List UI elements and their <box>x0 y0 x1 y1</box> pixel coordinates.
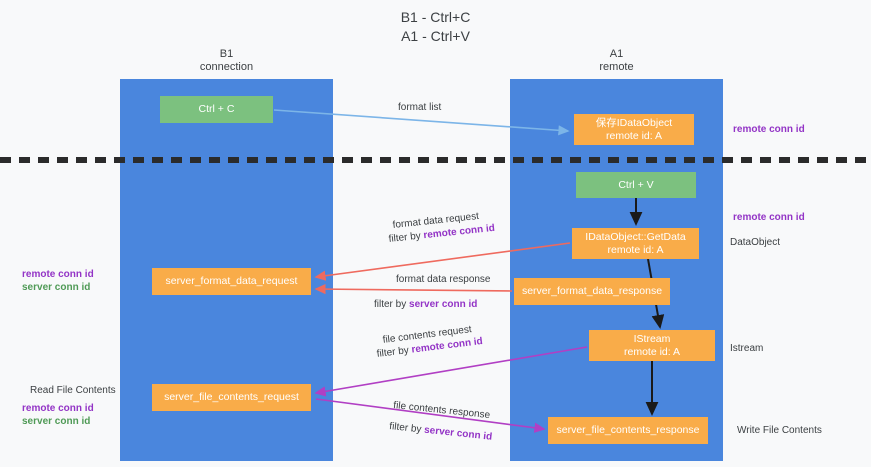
box-idataobject-getdata-line2: remote id: A <box>607 243 664 256</box>
edge-label-file-contents-response-filter: filter by server conn id <box>389 420 493 445</box>
title-line-1: B1 - Ctrl+C <box>400 9 471 25</box>
box-save-idataobject-line2: remote id: A <box>605 129 663 142</box>
column-header-a1-name: A1 <box>609 48 624 60</box>
side-label-remote-conn-id-top: remote conn id <box>733 124 805 135</box>
side-label-remote-conn-id-mid: remote conn id <box>733 212 805 223</box>
column-header-a1: A1 remote <box>510 48 723 74</box>
box-istream[interactable]: IStream remote id: A <box>589 330 715 361</box>
connector-format-data-response <box>314 283 513 295</box>
box-istream-line2: remote id: A <box>623 345 681 358</box>
side-label-write-file-contents: Write File Contents <box>737 425 822 436</box>
side-label-left-remote-conn-id-bottom: remote conn id <box>22 403 94 414</box>
filter-value-server-conn-id: server conn id <box>409 299 478 310</box>
edge-label-format-data-response-text: format data response <box>396 274 491 285</box>
side-label-left-remote-conn-id-mid: remote conn id <box>22 269 94 280</box>
edge-label-file-contents-response-text: file contents response <box>392 399 491 422</box>
filter-prefix: filter by <box>376 344 413 360</box>
box-server-format-data-response[interactable]: server_format_data_response <box>514 278 670 305</box>
box-ctrl-v[interactable]: Ctrl + V <box>576 172 696 198</box>
box-ctrl-c[interactable]: Ctrl + C <box>160 96 273 123</box>
filter-prefix: filter by <box>374 299 410 310</box>
edge-label-format-data-response: format data response <box>396 273 491 287</box>
box-server-format-data-request[interactable]: server_format_data_request <box>152 268 311 295</box>
filter-prefix: filter by <box>388 230 425 245</box>
side-label-read-file-contents: Read File Contents <box>30 385 116 396</box>
filter-prefix: filter by <box>388 420 425 436</box>
box-save-idataobject[interactable]: 保存IDataObject remote id: A <box>574 114 694 145</box>
edge-label-format-list-text: format list <box>398 102 442 113</box>
edge-label-format-list: format list <box>398 101 441 115</box>
column-header-b1: B1 connection <box>120 48 333 74</box>
box-server-format-data-response-label: server_format_data_response <box>521 285 663 297</box>
side-label-istream: Istream <box>730 343 764 354</box>
box-idataobject-getdata[interactable]: IDataObject::GetData remote id: A <box>572 228 699 259</box>
box-server-file-contents-request-label: server_file_contents_request <box>164 391 299 403</box>
edge-label-file-contents-response: file contents response <box>393 399 491 423</box>
box-idataobject-getdata-line1: IDataObject::GetData <box>585 230 686 243</box>
side-label-dataobject: DataObject <box>730 237 781 248</box>
title-line-2: A1 - Ctrl+V <box>401 28 470 44</box>
box-ctrl-c-label: Ctrl + C <box>198 103 235 115</box>
box-server-file-contents-response[interactable]: server_file_contents_response <box>548 417 708 444</box>
side-label-left-server-conn-id-mid: server conn id <box>22 282 91 293</box>
diagram-title: B1 - Ctrl+C A1 - Ctrl+V <box>0 8 871 46</box>
column-header-b1-sub: connection <box>199 61 254 73</box>
box-ctrl-v-label: Ctrl + V <box>618 178 654 191</box>
box-server-format-data-request-label: server_format_data_request <box>165 275 298 287</box>
side-label-left-server-conn-id-bottom: server conn id <box>22 416 91 427</box>
side-label-left-conn-ids-bottom: remote conn id server conn id <box>22 402 94 428</box>
box-server-file-contents-request[interactable]: server_file_contents_request <box>152 384 311 411</box>
column-header-b1-name: B1 <box>219 48 234 60</box>
edge-label-format-data-response-filter: filter by server conn id <box>374 298 477 312</box>
column-header-a1-sub: remote <box>599 61 634 73</box>
box-save-idataobject-line1: 保存IDataObject <box>595 116 673 129</box>
side-label-left-conn-ids-mid: remote conn id server conn id <box>22 268 94 294</box>
filter-value-server-conn-id: server conn id <box>423 424 493 443</box>
box-server-file-contents-response-label: server_file_contents_response <box>556 424 700 436</box>
box-istream-line1: IStream <box>633 332 671 345</box>
